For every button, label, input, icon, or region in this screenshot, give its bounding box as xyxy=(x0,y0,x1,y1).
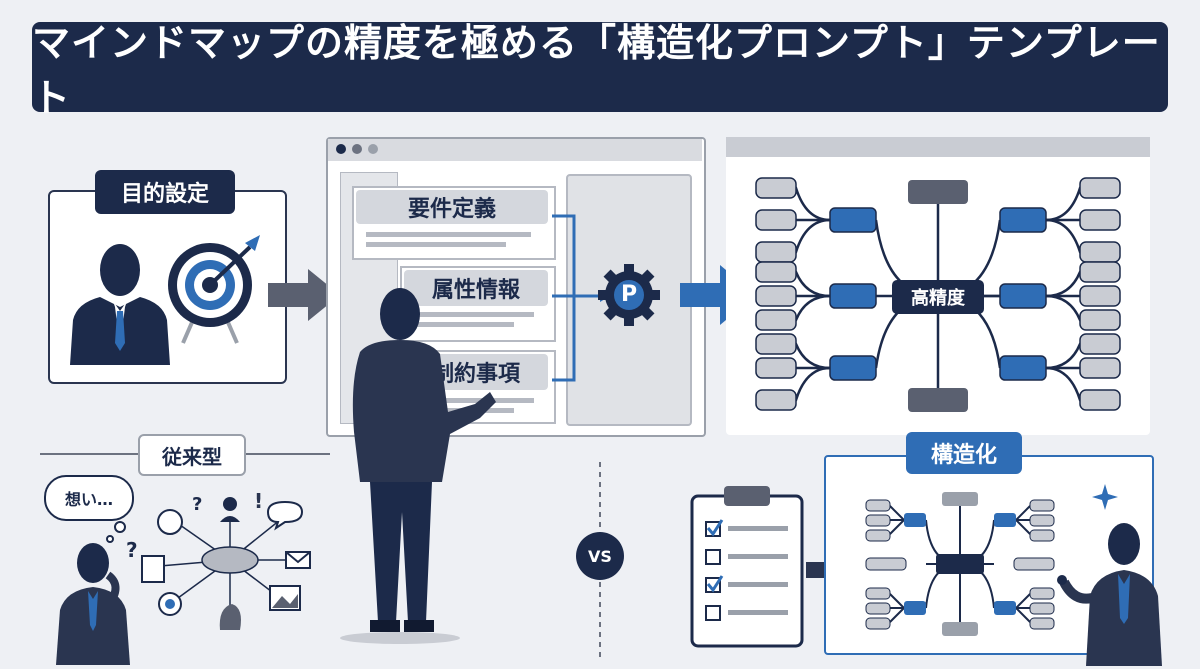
gear-letter: P xyxy=(620,282,638,307)
svg-text:!: ! xyxy=(254,489,263,513)
presenter-figure xyxy=(340,288,496,644)
presenting-person xyxy=(1057,523,1162,666)
confused-person: ? xyxy=(56,521,138,665)
traditional-badge: 従来型 xyxy=(138,434,246,476)
thought-bubble: 想い… xyxy=(44,475,134,521)
person-icon xyxy=(70,244,170,365)
goal-badge: 目的設定 xyxy=(95,170,235,214)
structured-badge: 構造化 xyxy=(906,432,1022,474)
page-title: マインドマップの精度を極める「構造化プロンプト」テンプレート xyxy=(32,21,1168,120)
prompt-item-label: 属性情報 xyxy=(404,270,548,306)
dot-icon xyxy=(336,144,346,154)
thought-bubble-text: 想い… xyxy=(64,490,113,509)
dot-icon xyxy=(352,144,362,154)
window-dots xyxy=(336,144,378,154)
arrow-goal-to-prompt xyxy=(268,269,340,321)
mindmap-diagram xyxy=(755,177,1121,412)
dot-icon xyxy=(368,144,378,154)
vs-badge: VS xyxy=(576,532,624,580)
target-icon xyxy=(168,235,260,344)
gear-icon xyxy=(598,264,660,326)
mindmap-center-label: 高精度 xyxy=(911,288,965,309)
prompt-item-label: 要件定義 xyxy=(356,190,548,224)
clipboard-checklist xyxy=(690,486,804,648)
goal-illustration xyxy=(70,235,260,365)
vs-label: VS xyxy=(588,546,612,566)
scattered-ideas: ? ! xyxy=(141,489,311,630)
window-titlebar xyxy=(328,139,702,161)
svg-text:?: ? xyxy=(126,538,138,562)
window-right-pane xyxy=(566,174,692,426)
structured-mindmap xyxy=(865,492,1055,636)
sparkle-icon xyxy=(1092,484,1118,510)
mindmap-header xyxy=(726,137,1150,157)
svg-text:?: ? xyxy=(192,494,202,515)
